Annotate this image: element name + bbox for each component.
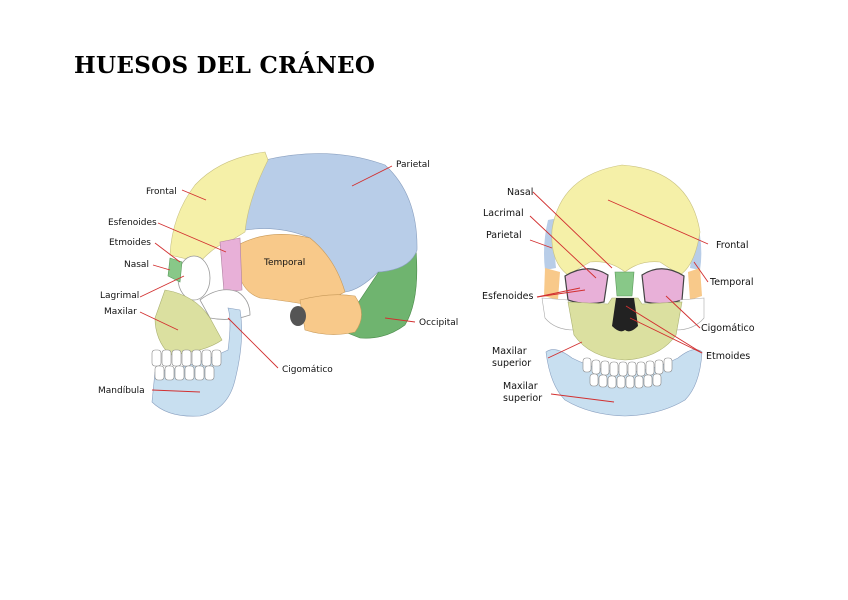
page-title: HUESOS DEL CRÁNEO [74,52,376,79]
lateral-label-esfenoides: Esfenoides [108,218,157,228]
lateral-label-cigomatico: Cigomático [282,365,333,375]
parietal-bone [244,153,418,293]
frontal-view-teeth [582,357,673,389]
lateral-label-maxilar: Maxilar [104,307,137,317]
lateral-label-parietal: Parietal [396,160,430,170]
maxilla-bone [154,289,223,356]
lateral-teeth [151,349,222,381]
frontal-label-parietal: Parietal [486,230,522,241]
frontal-view-nasal-cavity [612,298,638,332]
lateral-label-temporal: Temporal [263,258,305,268]
lateral-label-nasal: Nasal [124,260,149,270]
frontal-view-frontal-bone [551,164,701,276]
lateral-label-lagrimal: Lagrimal [100,291,139,301]
frontal-view-nasal-bone [614,271,635,297]
lateral-label-mandibula: Mandíbula [98,386,145,396]
frontal-view-orbit-left [564,268,609,305]
frontal-label-maxilar-superior-2b: superior [503,393,542,404]
frontal-label-temporal: Temporal [709,277,754,288]
frontal-label-lacrimal: Lacrimal [483,208,524,219]
frontal-view-orbit-right [641,268,685,305]
frontal-view-temporal-right [688,268,702,300]
frontal-label-maxilar-superior-2a: Maxilar [503,381,538,392]
frontal-label-maxilar-superior-1b: superior [492,358,531,369]
frontal-label-frontal: Frontal [716,240,749,251]
ear-canal [290,306,306,326]
lateral-label-occipital: Occipital [419,318,458,328]
frontal-label-etmoides: Etmoides [706,351,750,362]
frontal-label-esfenoides: Esfenoides [482,291,533,302]
frontal-label-cigomatico: Cigomático [701,323,755,334]
lateral-label-etmoides: Etmoides [109,238,151,248]
frontal-view-temporal-left [544,268,560,300]
frontal-label-nasal: Nasal [507,187,533,198]
temporal-mastoid [299,294,362,335]
lateral-label-frontal: Frontal [146,187,177,197]
frontal-label-maxilar-superior-1a: Maxilar [492,346,527,357]
